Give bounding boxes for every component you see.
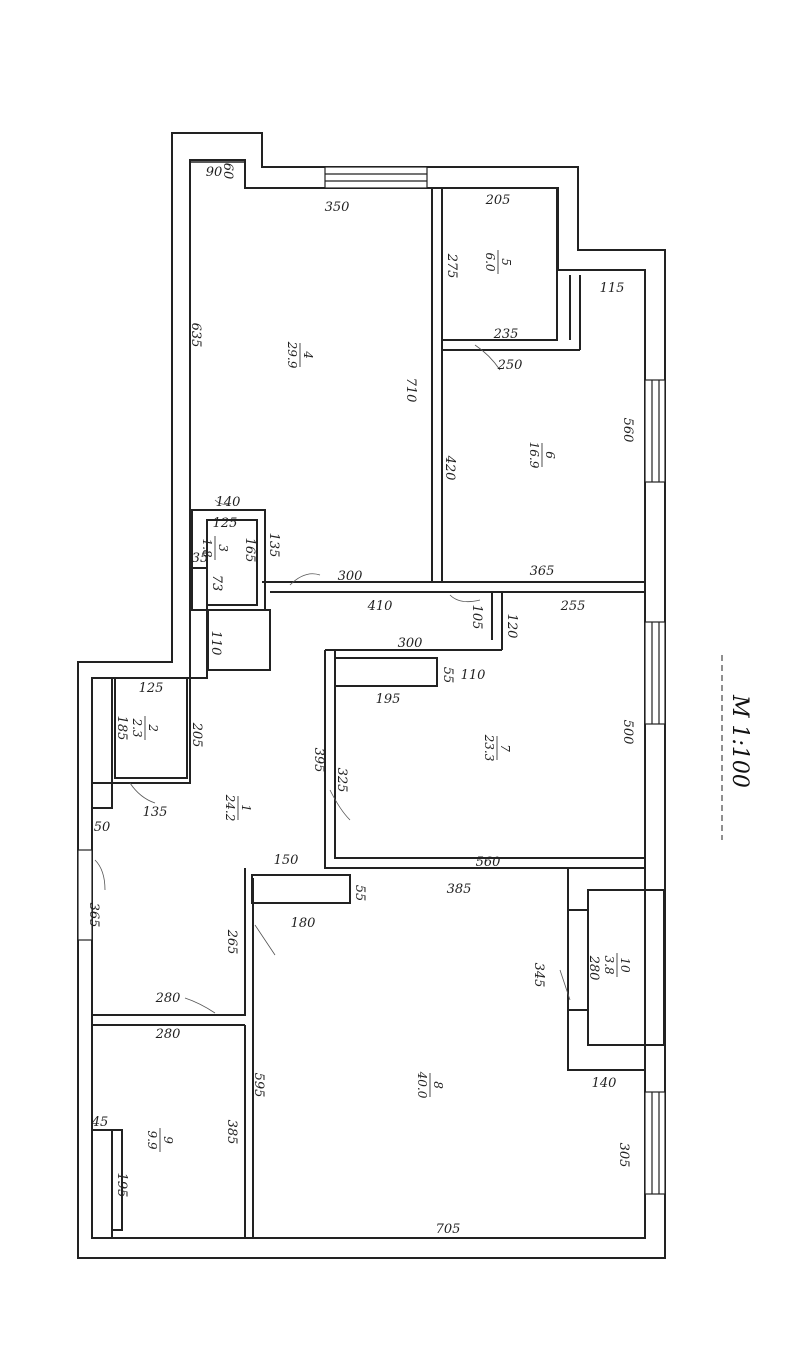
room-number: 5	[499, 258, 513, 266]
dimension-label: 125	[213, 516, 238, 531]
room-area: 2.3	[130, 717, 144, 737]
dimension-label: 300	[338, 569, 363, 584]
dimension-label: 35	[192, 551, 209, 566]
dimension-label: 73	[209, 575, 224, 592]
dimension-label: 235	[493, 327, 519, 342]
room-area: 40.0	[415, 1071, 429, 1099]
dimension-label: 635	[188, 323, 203, 348]
dimension-label: 280	[155, 1027, 181, 1042]
room-number: 9	[161, 1136, 175, 1144]
room-number: 7	[498, 744, 512, 752]
scale-group: M 1:100	[721, 655, 752, 840]
dimension-label: 560	[476, 855, 501, 870]
dimension-label: 345	[531, 963, 546, 988]
room-area: 24.2	[223, 794, 237, 822]
room-label-2: 22.3	[130, 716, 160, 740]
dimension-label: 300	[398, 636, 423, 651]
room-label-10: 103.8	[602, 953, 632, 977]
dimension-label: 350	[325, 200, 350, 215]
room-label-5: 56.0	[483, 250, 513, 274]
dimension-label: 265	[224, 929, 239, 955]
dimension-label: 140	[216, 495, 241, 510]
dimension-label: 280	[155, 991, 181, 1006]
room-label-9: 99.9	[145, 1128, 175, 1152]
room-area: 6.0	[483, 252, 497, 271]
dimension-label: 205	[189, 722, 204, 748]
room-number: 3	[216, 544, 230, 552]
dimension-label: 125	[139, 681, 164, 696]
dimension-label: 195	[114, 1173, 129, 1198]
dimension-label: 135	[143, 805, 168, 820]
dimension-label: 420	[442, 455, 457, 481]
dimension-label: 115	[600, 281, 625, 296]
dimension-label: 255	[560, 599, 586, 614]
dimension-label: 385	[224, 1120, 239, 1145]
dimension-label: 705	[436, 1222, 461, 1237]
room-label-4: 429.9	[285, 341, 315, 369]
door-swings	[94, 344, 571, 1014]
room-number: 1	[239, 804, 253, 812]
windows	[77, 166, 666, 1195]
dimension-label: 135	[266, 533, 281, 558]
dimension-label: 55	[440, 667, 455, 684]
dimension-label: 280	[586, 955, 601, 981]
dimension-label: 165	[242, 538, 257, 563]
room-label-1: 124.2	[223, 794, 253, 822]
room-number: 2	[146, 723, 160, 732]
room-number: 6	[543, 451, 557, 459]
room-number: 8	[431, 1081, 445, 1089]
room-area: 16.9	[527, 442, 541, 469]
room-label-8: 840.0	[415, 1071, 445, 1099]
dimension-label: 60	[220, 163, 235, 180]
dimension-label: 180	[291, 916, 316, 931]
dimension-label: 395	[311, 748, 326, 773]
room-label-7: 723.3	[482, 734, 512, 762]
dimension-label: 365	[86, 903, 101, 928]
dimension-label: 560	[620, 418, 635, 443]
dimension-label: 325	[334, 768, 349, 793]
dimension-label: 45	[91, 1115, 109, 1130]
dimension-label: 110	[208, 631, 223, 656]
dimension-label: 140	[592, 1076, 617, 1091]
dimension-label: 250	[497, 358, 523, 373]
dimension-label: 55	[352, 885, 367, 902]
dimension-label: 150	[274, 853, 299, 868]
interior-walls	[91, 187, 665, 1239]
room-area: 3.8	[602, 955, 616, 974]
dimension-label: 275	[444, 253, 459, 279]
dimension-label: 105	[469, 605, 484, 630]
room-area: 9.9	[145, 1130, 159, 1149]
dimension-label: 195	[376, 692, 401, 707]
room-area: 1.8	[200, 538, 214, 557]
room-number: 4	[301, 350, 315, 359]
room-label-6: 616.9	[527, 442, 557, 469]
dimension-label: 385	[447, 882, 472, 897]
room-number: 10	[618, 957, 632, 973]
room-area: 29.9	[285, 341, 299, 369]
room-area: 23.3	[482, 734, 496, 762]
dimension-label: 185	[114, 716, 129, 741]
dimension-label: 710	[403, 378, 418, 403]
dimension-label: 205	[485, 193, 511, 208]
dimension-label: 110	[461, 668, 486, 683]
dimension-label: 500	[620, 720, 635, 745]
dimension-label: 50	[94, 820, 111, 835]
dimension-label: 365	[530, 564, 555, 579]
dimension-label: 305	[616, 1143, 631, 1168]
dimension-label: 120	[504, 614, 519, 639]
dimension-label: 410	[367, 599, 393, 614]
room-label-3: 31.8	[200, 536, 230, 560]
scale-label: M 1:100	[727, 694, 752, 788]
dimension-label: 90	[206, 165, 223, 180]
dimension-label: 595	[251, 1073, 266, 1098]
